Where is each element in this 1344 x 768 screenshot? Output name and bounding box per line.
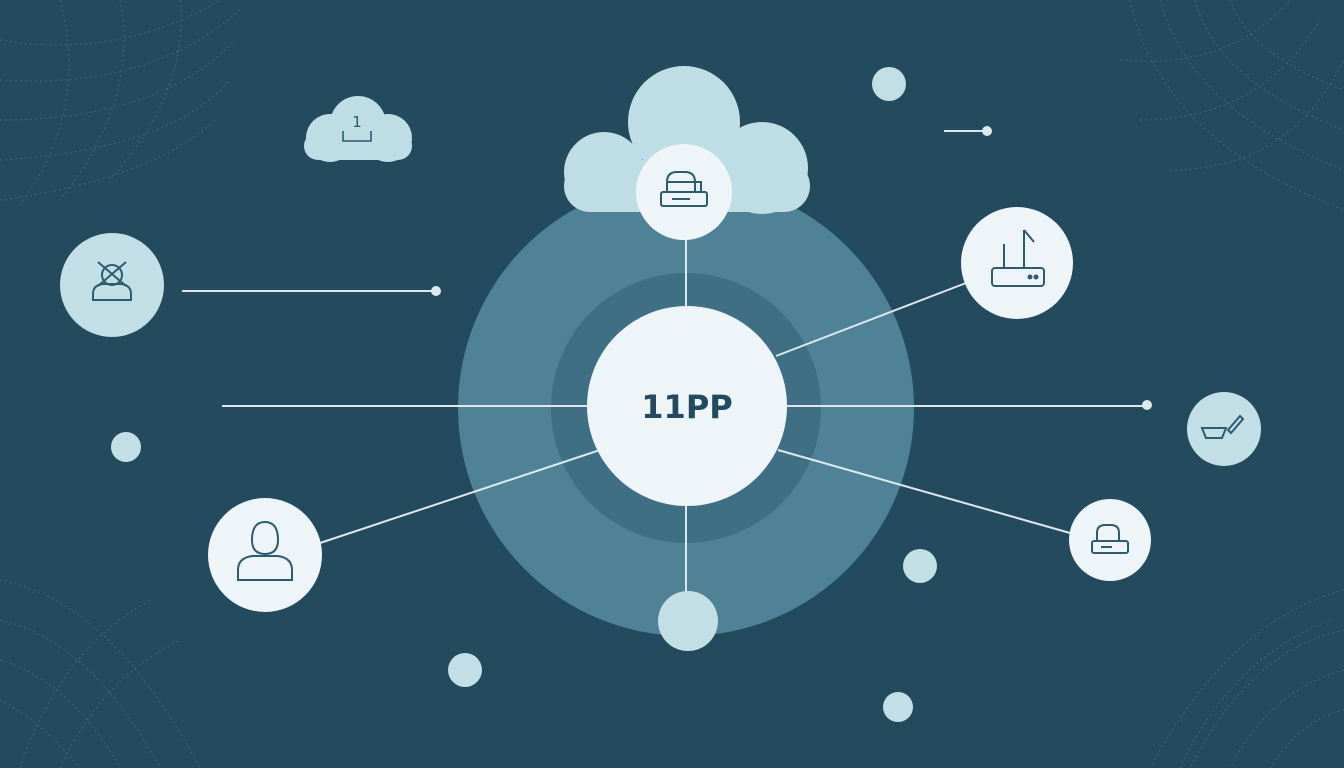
line-endpoint-top-right [982,126,992,136]
hub-node[interactable]: 11PP [587,306,787,506]
router-icon [991,229,1045,287]
connectors [182,130,1146,596]
bottom-node [658,591,718,651]
corner-mesh-bottom-left [0,579,201,768]
corner-mesh-top-left [0,0,241,206]
corner-mesh-top-right [1119,0,1344,211]
tray-icon [342,131,372,142]
small-cloud-label: 1 [352,113,362,131]
server-icon [660,171,708,207]
user-headset-icon [92,261,132,301]
hub-label: 11PP [641,388,732,426]
line-top-right [775,282,967,357]
dot [111,432,141,462]
line-endpoint-right [1142,400,1152,410]
line-bottom-right [777,449,1071,534]
dot [883,692,913,722]
device-pencil-icon [1200,414,1245,439]
node-user-bottom-left[interactable] [208,498,322,612]
node-user-top-left[interactable] [60,233,164,337]
decorative-dots [111,67,937,722]
user-icon [237,520,293,581]
small-cloud[interactable]: 1 [304,96,412,162]
corner-mesh-bottom-right [1149,589,1344,768]
node-bottom-right-device[interactable] [1069,499,1151,581]
server-icon [1091,524,1129,554]
line-endpoint-top-left [431,286,441,296]
node-top-right-device[interactable] [961,207,1073,319]
line-bottom-left [319,449,601,544]
dot [903,549,937,583]
node-right-device[interactable] [1187,392,1261,466]
dot [448,653,482,687]
node-cloud-server[interactable] [636,144,732,240]
dot [872,67,906,101]
